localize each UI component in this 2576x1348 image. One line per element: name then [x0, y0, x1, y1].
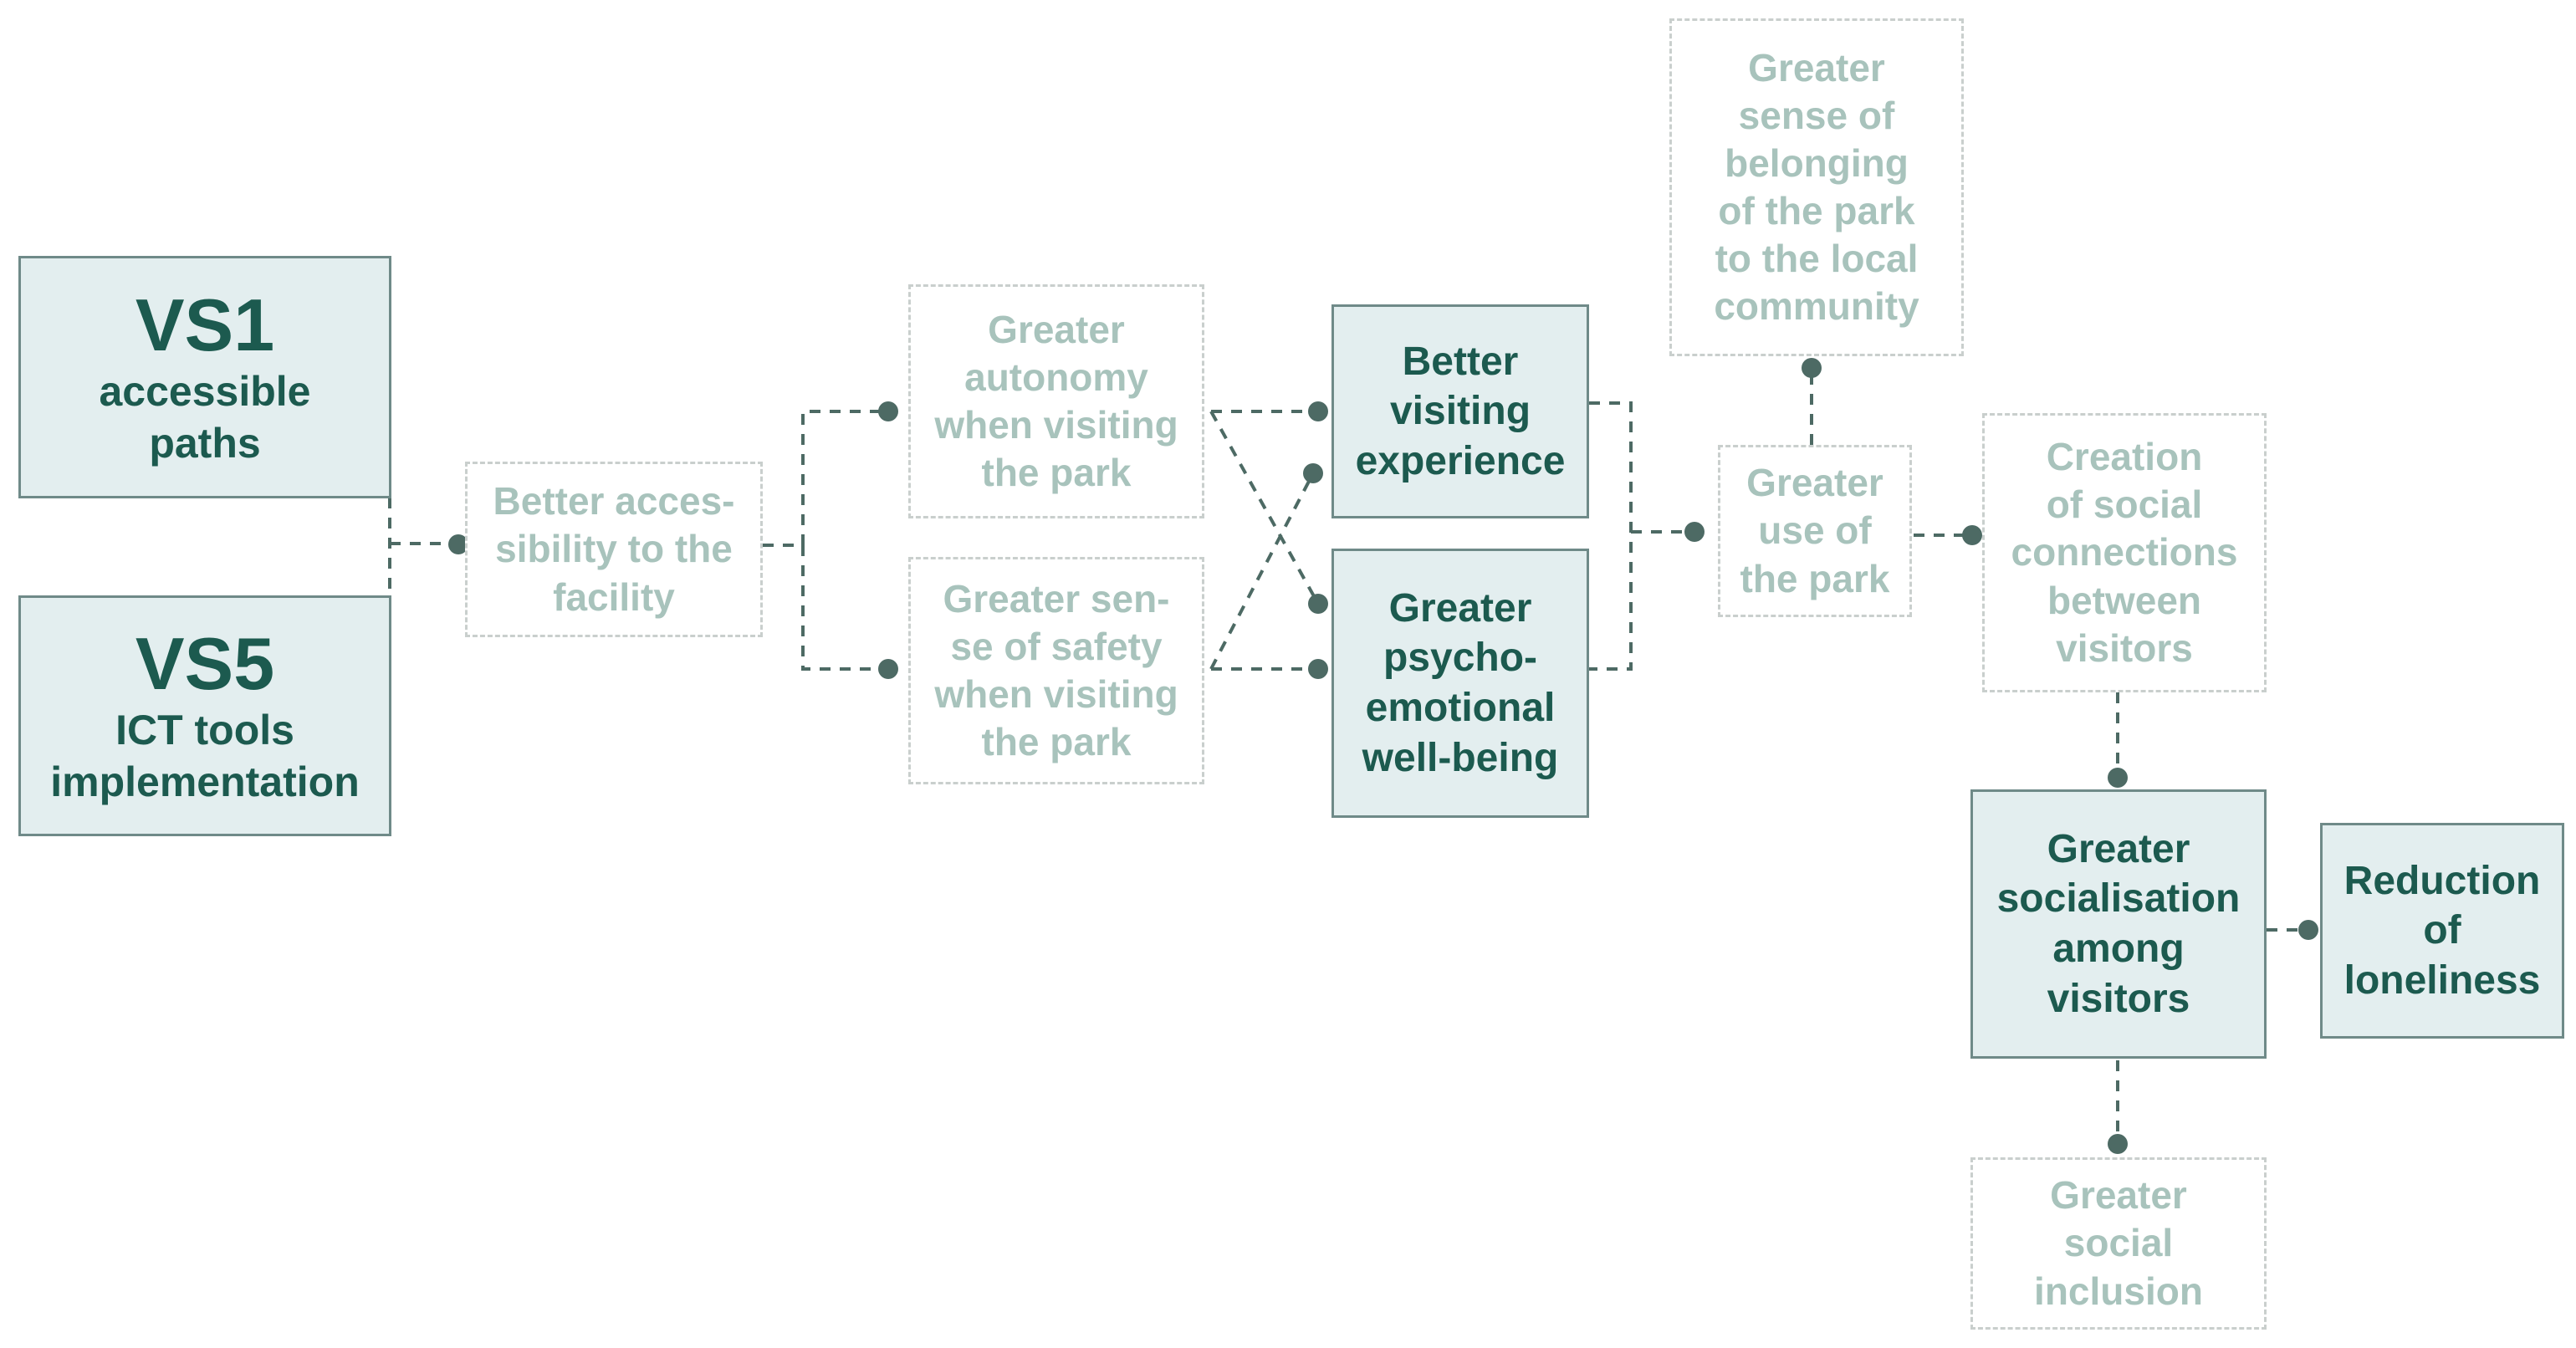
connector-outcomes-to-use — [1589, 401, 1694, 671]
node-better-accessibility: Better acces- sibility to the facility — [465, 462, 763, 637]
node-line: between — [2047, 578, 2202, 622]
connector-vs-to-accessibility — [388, 498, 458, 590]
node-line: Greater — [1388, 585, 1532, 631]
node-line: Better acces- — [493, 479, 735, 523]
node-line: emotional — [1365, 686, 1556, 730]
node-greater-use-of-park: Greater use of the park — [1718, 445, 1912, 617]
connector-dot — [448, 534, 468, 554]
connector-dot — [878, 401, 898, 421]
connector-dot — [2108, 768, 2128, 788]
node-sense-of-belonging: Greater sense of belonging of the park t… — [1669, 18, 1964, 356]
node-greater-socialisation: Greater socialisation among visitors — [1970, 789, 2267, 1059]
connector-dot — [1308, 594, 1328, 614]
node-social-inclusion: Greater social inclusion — [1970, 1157, 2267, 1330]
node-line: among — [2052, 927, 2185, 971]
node-line: social — [2063, 1221, 2174, 1265]
node-reduction-of-loneliness: Reduction of loneliness — [2320, 823, 2564, 1039]
node-line: sibility to the — [495, 527, 733, 571]
node-line: Greater sen- — [943, 576, 1170, 620]
node-line: well-being — [1362, 735, 1559, 780]
node-line: connections — [2011, 530, 2238, 574]
node-line: visiting — [1389, 389, 1531, 434]
node-line: se of safety — [950, 624, 1163, 668]
node-line: the park — [981, 451, 1132, 495]
node-line: loneliness — [2343, 957, 2541, 1003]
connector-dot — [1802, 358, 1822, 378]
node-line: Greater — [988, 307, 1125, 351]
node-line: the park — [981, 720, 1132, 764]
node-line: of the park — [1718, 189, 1915, 232]
node-line: the park — [1740, 556, 1890, 600]
node-greater-autonomy: Greater autonomy when visiting the park — [908, 284, 1204, 518]
node-line: when visiting — [934, 672, 1178, 716]
node-line: to the local — [1715, 237, 1919, 281]
node-line: facility — [553, 574, 675, 619]
connector-dot — [1684, 522, 1705, 542]
connector-autonomy-to-wellbeing — [1209, 411, 1320, 605]
node-line: autonomy — [964, 355, 1148, 399]
node-line: Reduction — [2343, 858, 2541, 903]
node-line: visitors — [2047, 976, 2190, 1021]
node-line: paths — [149, 420, 261, 467]
node-better-visiting-experience: Better visiting experience — [1331, 304, 1589, 518]
node-vs5-ict-tools: VS5 ICT tools implementation — [18, 595, 391, 836]
node-line: community — [1714, 284, 1919, 329]
node-line: psycho- — [1383, 636, 1538, 681]
connector-accessibility-to-branches — [763, 410, 888, 671]
node-line: Creation — [2046, 435, 2203, 479]
node-line: Greater — [1748, 45, 1885, 89]
node-line: Greater — [1746, 461, 1883, 505]
node-line: Greater — [2050, 1173, 2187, 1218]
node-greater-wellbeing: Greater psycho- emotional well-being — [1331, 549, 1589, 818]
node-line: Better — [1402, 339, 1519, 384]
node-greater-safety: Greater sen- se of safety when visiting … — [908, 557, 1204, 784]
connector-dot — [1962, 525, 1982, 545]
node-social-connections: Creation of social connections between v… — [1982, 413, 2267, 692]
node-line: socialisation — [1996, 876, 2241, 922]
connector-dot — [878, 659, 898, 679]
node-line: visitors — [2056, 625, 2193, 670]
node-line: experience — [1355, 438, 1566, 483]
node-line: use of — [1758, 508, 1872, 553]
node-line: inclusion — [2034, 1269, 2203, 1313]
node-line: accessible — [99, 368, 311, 416]
node-line: belonging — [1725, 140, 1909, 185]
connector-dot — [2298, 920, 2318, 940]
connector-dot — [1303, 463, 1323, 483]
node-line: of — [2423, 908, 2461, 953]
node-title: VS5 — [135, 621, 275, 705]
node-line: Greater — [2047, 826, 2190, 871]
connector-dot — [1308, 401, 1328, 421]
node-line: ICT tools — [115, 707, 294, 754]
connector-dot — [1308, 659, 1328, 679]
node-line: of social — [2046, 483, 2203, 527]
node-line: implementation — [50, 758, 360, 806]
connector-safety-to-experience — [1209, 472, 1315, 670]
connector-dot — [2108, 1134, 2128, 1154]
node-line: when visiting — [934, 403, 1178, 447]
node-title: VS1 — [135, 283, 275, 366]
node-vs1-accessible-paths: VS1 accessible paths — [18, 256, 391, 498]
node-line: sense of — [1738, 93, 1895, 137]
